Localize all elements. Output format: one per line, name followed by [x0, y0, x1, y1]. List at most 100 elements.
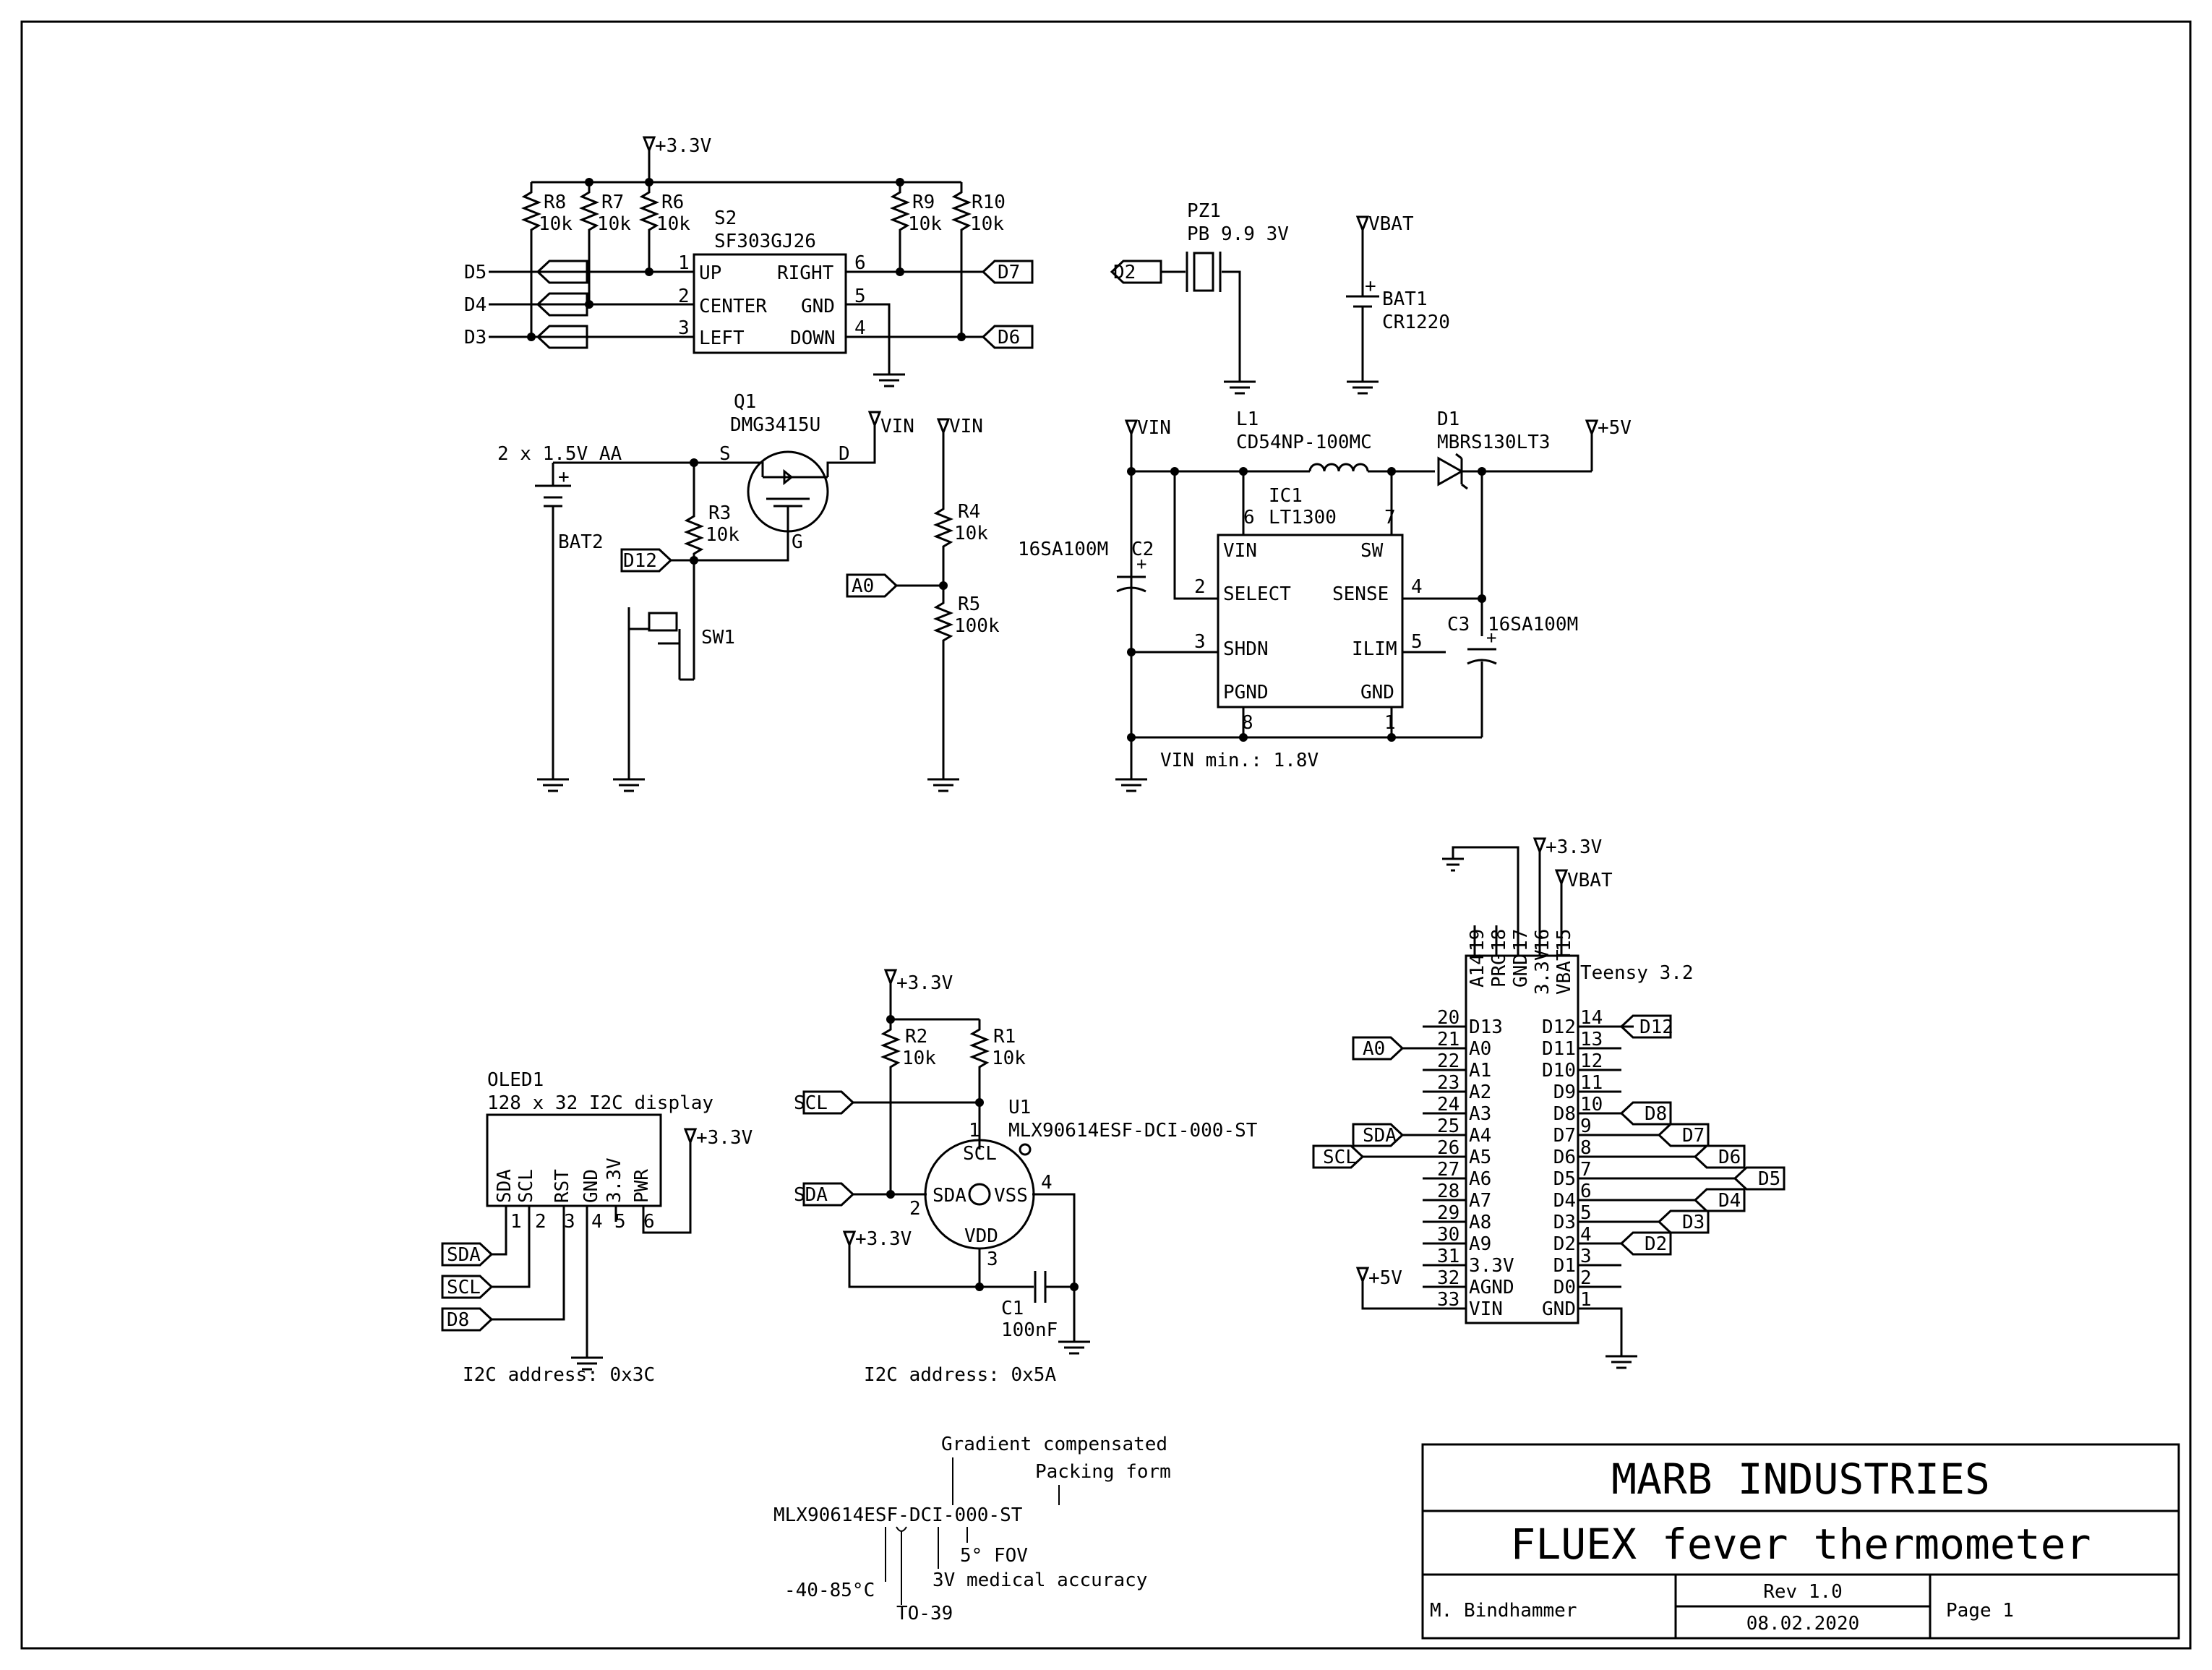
- teensy-pin-label: A3: [1469, 1103, 1491, 1125]
- svg-text:SHDN: SHDN: [1223, 638, 1269, 660]
- sensor-address: I2C address: 0x5A: [864, 1364, 1056, 1386]
- teensy-pin-label: A0: [1469, 1038, 1491, 1060]
- teensy-pin-label: D7: [1553, 1125, 1576, 1147]
- r7-ref: R7: [601, 192, 624, 213]
- r9-value: 10k: [908, 213, 942, 235]
- r10-value: 10k: [970, 213, 1004, 235]
- u1-part: MLX90614ESF-DCI-000-ST: [1008, 1120, 1258, 1142]
- net-d7: D7: [998, 262, 1020, 283]
- svg-text:RST: RST: [552, 1169, 573, 1203]
- vin-note: VIN min.: 1.8V: [1160, 750, 1319, 771]
- r6-value: 10k: [656, 213, 690, 235]
- teensy-pin-number: 6: [1580, 1181, 1592, 1202]
- s2-pin5: 5: [854, 286, 866, 307]
- svg-text:3: 3: [564, 1211, 575, 1233]
- net-d6: D6: [998, 327, 1020, 348]
- teensy-pin-number: 7: [1580, 1159, 1592, 1181]
- r5-value: 100k: [954, 615, 1000, 637]
- svg-text:2: 2: [535, 1211, 546, 1233]
- legend-gradient: Gradient compensated: [941, 1434, 1167, 1455]
- teensy-pin-label: D1: [1553, 1255, 1576, 1277]
- bat2-ref: BAT2: [558, 531, 604, 553]
- teensy-pin-label: D12: [1542, 1016, 1576, 1038]
- teensy-pin-label: A5: [1469, 1147, 1491, 1168]
- teensy-pin-label: D3: [1553, 1212, 1576, 1233]
- net-d2-buzzer: D2: [1113, 262, 1136, 283]
- svg-text:8: 8: [1242, 712, 1253, 734]
- l1-part: CD54NP-100MC: [1236, 432, 1372, 453]
- s2-ref: S2: [714, 207, 737, 229]
- teensy-pin-number: 9: [1580, 1116, 1592, 1137]
- v5-label-boost: +5V: [1598, 417, 1632, 439]
- r7-value: 10k: [597, 213, 631, 235]
- net-d3: D3: [464, 327, 486, 348]
- c1-value: 100nF: [1001, 1319, 1058, 1341]
- teensy-pin-number: 28: [1437, 1181, 1459, 1202]
- teensy-pin-number: 3: [1580, 1246, 1592, 1267]
- teensy-pin-label: D5: [1553, 1168, 1576, 1190]
- svg-text:SDA: SDA: [933, 1185, 966, 1207]
- r1-ref: R1: [993, 1026, 1016, 1048]
- r2-ref: R2: [905, 1026, 927, 1048]
- q1-part: DMG3415U: [730, 414, 820, 436]
- c1-ref: C1: [1001, 1298, 1024, 1319]
- teensy-pin-number: 27: [1437, 1159, 1459, 1181]
- svg-text:VIN: VIN: [1223, 540, 1257, 562]
- s2-pin6: 6: [854, 252, 866, 274]
- svg-text:15: 15: [1553, 929, 1575, 951]
- vin-label-div: VIN: [949, 416, 983, 437]
- svg-text:3.3V: 3.3V: [1532, 949, 1553, 995]
- title-block: MARB INDUSTRIES FLUEX fever thermometer …: [1421, 1443, 2180, 1640]
- d1-part: MBRS130LT3: [1437, 432, 1551, 453]
- svg-text:7: 7: [1384, 507, 1396, 528]
- s2-pin-left: LEFT: [699, 327, 745, 349]
- r10-ref: R10: [972, 192, 1006, 213]
- teensy-pin-number: 32: [1437, 1267, 1459, 1289]
- r9-ref: R9: [912, 192, 935, 213]
- sensor-section: +3.3V R2 10k R1 10k SCL SDA U1 MLX90614E…: [794, 969, 1258, 1386]
- svg-text:+: +: [1486, 628, 1496, 648]
- svg-text:SELECT: SELECT: [1223, 583, 1291, 605]
- teensy-pin-number: 5: [1580, 1202, 1592, 1224]
- teensy-pin-number: 11: [1580, 1072, 1603, 1094]
- net-scl-oled: SCL: [447, 1277, 481, 1298]
- net-d7-teensy: D7: [1682, 1125, 1705, 1147]
- buzzer-section: D2 PZ1 PB 9.9 3V: [1110, 200, 1289, 395]
- pz1-part: PB 9.9 3V: [1187, 223, 1289, 245]
- r6-ref: R6: [661, 192, 684, 213]
- teensy-pin-label: A7: [1469, 1190, 1491, 1212]
- teensy-section: Teensy 3.2 A14 PRG GND 3.3V VBAT 19 18 1…: [1312, 836, 1786, 1369]
- sw1-ref: SW1: [701, 627, 735, 648]
- legend-package: TO-39: [896, 1603, 953, 1624]
- svg-text:PGND: PGND: [1223, 682, 1269, 703]
- teensy-pin-label: A6: [1469, 1168, 1491, 1190]
- teensy-pin-number: 24: [1437, 1094, 1459, 1116]
- net-a0-teensy: A0: [1363, 1038, 1385, 1060]
- teensy-pin-number: 29: [1437, 1202, 1459, 1224]
- document-title: FLUEX fever thermometer: [1510, 1520, 2091, 1569]
- teensy-pin-number: 10: [1580, 1094, 1603, 1116]
- svg-text:16: 16: [1532, 929, 1553, 951]
- svg-text:PRG: PRG: [1488, 954, 1510, 988]
- q1-ref: Q1: [734, 391, 756, 413]
- vin-label-q1: VIN: [880, 416, 914, 437]
- svg-text:VDD: VDD: [964, 1225, 998, 1247]
- r1-value: 10k: [992, 1048, 1026, 1069]
- svg-text:SW: SW: [1360, 540, 1384, 562]
- svg-text:3: 3: [987, 1249, 998, 1270]
- v33-label-oled: +3.3V: [696, 1127, 753, 1149]
- part-code-legend: Gradient compensated Packing form MLX906…: [773, 1434, 1171, 1624]
- teensy-pin-label: A8: [1469, 1212, 1491, 1233]
- svg-text:1: 1: [969, 1120, 980, 1142]
- r8-ref: R8: [544, 192, 566, 213]
- teensy-pin-number: 2: [1580, 1267, 1592, 1289]
- net-scl-sensor: SCL: [794, 1092, 828, 1114]
- teensy-pin-number: 23: [1437, 1072, 1459, 1094]
- net-scl-teensy: SCL: [1323, 1147, 1357, 1168]
- teensy-pin-label: D4: [1553, 1190, 1576, 1212]
- s2-part: SF303GJ26: [714, 231, 816, 252]
- supply-label: +3.3V: [655, 135, 711, 157]
- legend-fov: 5° FOV: [960, 1545, 1028, 1567]
- teensy-pin-number: 33: [1437, 1289, 1459, 1311]
- svg-text:5: 5: [614, 1211, 626, 1233]
